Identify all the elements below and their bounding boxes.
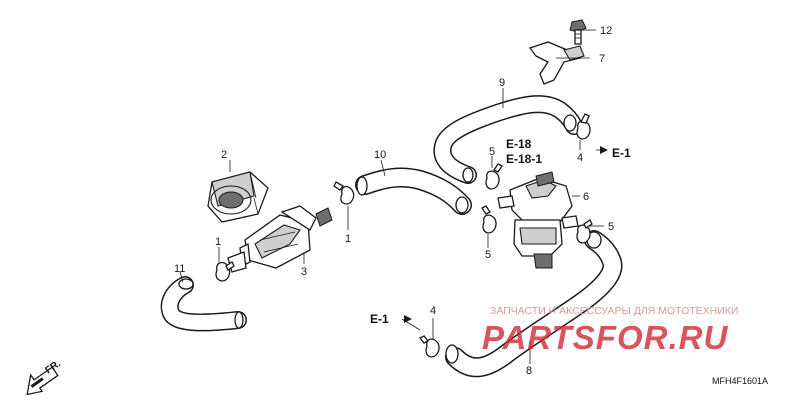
hose-9[interactable] xyxy=(433,95,583,184)
label-part-4-upper: 4 xyxy=(577,152,583,164)
label-part-10: 10 xyxy=(374,149,386,161)
label-part-5-b: 5 xyxy=(485,249,491,261)
part-numbers: 2 1 1 3 4 4 5 5 5 6 7 8 9 10 11 12 xyxy=(174,25,614,377)
filter-part-3[interactable] xyxy=(227,205,333,273)
ref-e1-left: E-1 xyxy=(370,312,389,326)
watermark-text: ЗАПЧАСТИ И АКСЕССУАРЫ ДЛЯ МОТОТЕХНИКИ xyxy=(490,305,738,317)
valve-part-6[interactable] xyxy=(497,171,579,269)
label-part-6: 6 xyxy=(583,191,589,203)
reference-arrows xyxy=(401,146,608,331)
watermark: ЗАПЧАСТИ И АКСЕССУАРЫ ДЛЯ МОТОТЕХНИКИ PA… xyxy=(482,305,738,356)
clip-part-1-lower[interactable] xyxy=(215,261,235,282)
clip-part-1-upper[interactable] xyxy=(333,181,355,205)
label-part-12: 12 xyxy=(600,25,612,37)
leader-lines xyxy=(179,29,604,364)
clip-part-5-a[interactable] xyxy=(485,163,503,190)
label-part-2: 2 xyxy=(221,149,227,161)
hose-10[interactable] xyxy=(355,167,472,215)
label-part-3: 3 xyxy=(301,266,307,278)
hose-8[interactable] xyxy=(445,230,623,378)
ref-e1-right: E-1 xyxy=(612,146,631,160)
cover-part-2[interactable] xyxy=(207,171,269,223)
bolt-part-12[interactable] xyxy=(569,19,587,45)
label-part-8: 8 xyxy=(526,365,532,377)
clip-part-4-lower[interactable] xyxy=(418,335,440,358)
label-part-11: 11 xyxy=(174,263,185,275)
label-part-1-upper: 1 xyxy=(345,233,351,245)
watermark-brand: PARTSFOR.RU xyxy=(482,319,728,356)
clip-part-5-b[interactable] xyxy=(481,205,497,234)
label-part-5-c: 5 xyxy=(608,221,614,233)
front-arrow-icon: FR. xyxy=(26,358,63,396)
ref-e18: E-18 xyxy=(506,137,532,151)
clip-part-5-c[interactable] xyxy=(576,219,593,244)
label-part-7: 7 xyxy=(599,53,605,65)
label-part-9: 9 xyxy=(499,77,505,89)
ref-e18-1: E-18-1 xyxy=(506,152,542,166)
hose-11[interactable] xyxy=(160,276,247,332)
clip-part-4-upper[interactable] xyxy=(576,113,591,140)
label-part-1-lower: 1 xyxy=(215,236,221,248)
label-part-5-a: 5 xyxy=(489,146,495,158)
bracket-part-7[interactable] xyxy=(528,41,585,85)
reference-codes: E-18 E-18-1 E-1 E-1 xyxy=(370,137,631,326)
label-part-4-lower: 4 xyxy=(430,305,436,317)
diagram-code: MFH4F1601A xyxy=(712,376,768,386)
